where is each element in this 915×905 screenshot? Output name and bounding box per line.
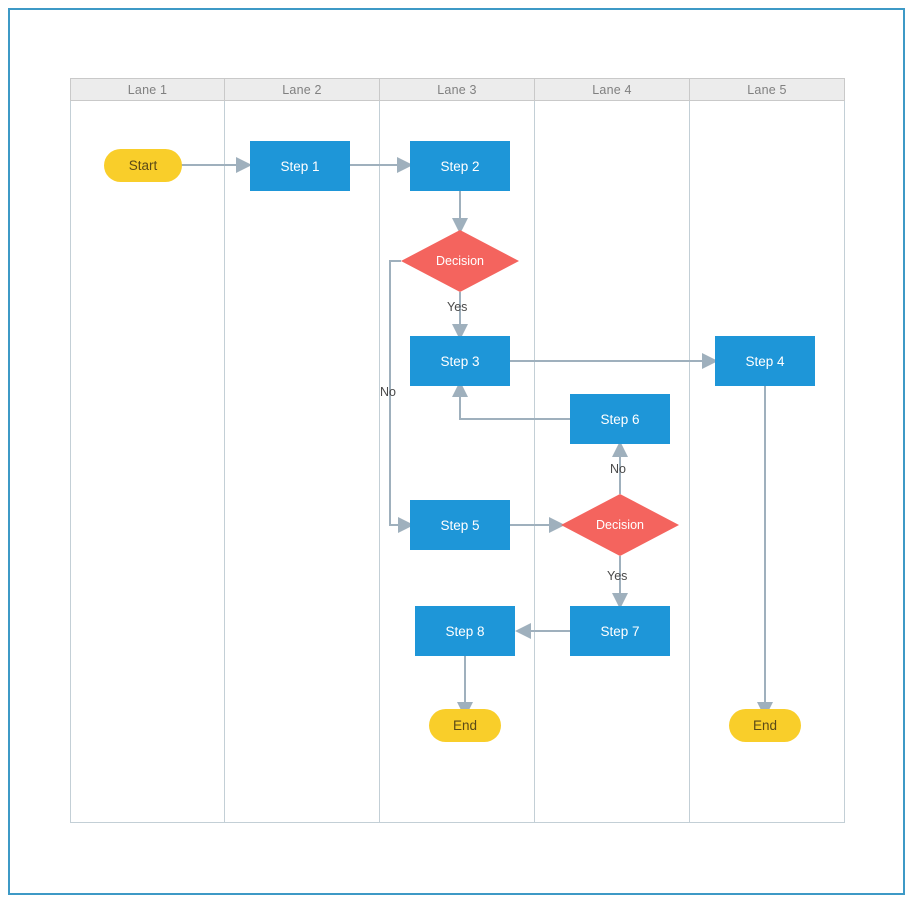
lane-header-label: Lane 1 [127, 82, 168, 97]
lane-bottom-border [70, 822, 845, 823]
lane-header-lane2[interactable]: Lane 2 [225, 78, 380, 101]
node-label: Decision [436, 254, 484, 268]
lane-header-label: Lane 2 [282, 82, 322, 97]
node-step3[interactable]: Step 3 [410, 336, 510, 386]
node-label: Step 1 [280, 158, 320, 174]
edge-label-decision1-yes: Yes [447, 300, 468, 314]
node-step7[interactable]: Step 7 [570, 606, 670, 656]
lane-header-label: Lane 4 [592, 82, 632, 97]
node-step5[interactable]: Step 5 [410, 500, 510, 550]
node-label: Decision [596, 518, 644, 532]
node-end-1[interactable]: End [429, 709, 501, 742]
node-label: End [452, 718, 478, 733]
node-decision2[interactable]: Decision [561, 494, 679, 556]
node-step4[interactable]: Step 4 [715, 336, 815, 386]
lane-body-lane2 [225, 101, 380, 823]
node-label: Step 4 [745, 353, 785, 369]
node-decision1[interactable]: Decision [401, 230, 519, 292]
lane-body-lane4 [535, 101, 690, 823]
node-end-2[interactable]: End [729, 709, 801, 742]
lane-body-lane1 [70, 101, 225, 823]
edge-label-decision2-yes: Yes [607, 569, 628, 583]
node-step6[interactable]: Step 6 [570, 394, 670, 444]
node-label: Step 8 [445, 623, 485, 639]
edge-label-decision1-no: No [380, 385, 396, 399]
node-label: Step 3 [440, 353, 480, 369]
node-step1[interactable]: Step 1 [250, 141, 350, 191]
node-label: Step 5 [440, 517, 480, 533]
node-label: Step 7 [600, 623, 640, 639]
node-step8[interactable]: Step 8 [415, 606, 515, 656]
lane-header-lane3[interactable]: Lane 3 [380, 78, 535, 101]
node-step2[interactable]: Step 2 [410, 141, 510, 191]
node-start[interactable]: Start [104, 149, 182, 182]
lane-header-lane1[interactable]: Lane 1 [70, 78, 225, 101]
node-label: Start [128, 158, 158, 173]
lane-header-label: Lane 3 [437, 82, 477, 97]
lane-header-lane4[interactable]: Lane 4 [535, 78, 690, 101]
lane-header-label: Lane 5 [747, 82, 787, 97]
node-label: End [752, 718, 778, 733]
edge-label-decision2-no: No [610, 462, 626, 476]
lane-header-lane5[interactable]: Lane 5 [690, 78, 845, 101]
node-label: Step 6 [600, 411, 640, 427]
node-label: Step 2 [440, 158, 480, 174]
